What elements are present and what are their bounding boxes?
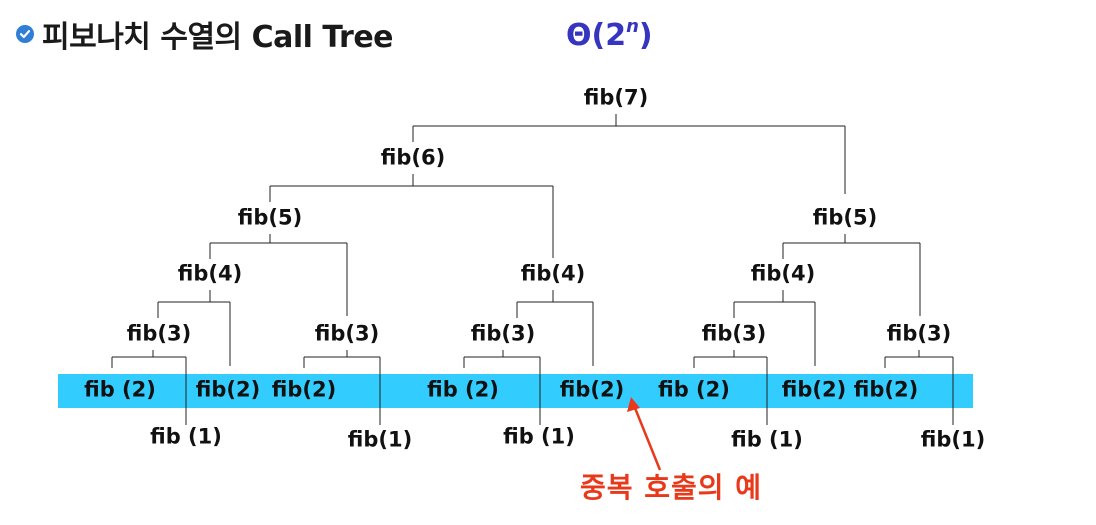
complexity-base: Θ(2 xyxy=(566,18,627,53)
node-fib4-b: fib(4) xyxy=(520,261,586,286)
edge-fib6 xyxy=(269,174,554,258)
node-fib3-c: fib(3) xyxy=(470,321,536,346)
complexity-exponent: n xyxy=(626,16,639,37)
edge-fib7 xyxy=(412,114,846,194)
node-fib1-d: fib (1) xyxy=(731,427,803,452)
node-fib4-c: fib(4) xyxy=(750,261,816,286)
edge-fib4-c xyxy=(733,290,816,366)
edge-fib5-right xyxy=(782,234,921,316)
node-fib2-b: fib(2) xyxy=(195,377,261,402)
node-fib2-d: fib (2) xyxy=(427,377,499,402)
node-fib5-left: fib(5) xyxy=(237,205,303,230)
edge-fib5-left xyxy=(209,234,348,316)
node-fib1-a: fib (1) xyxy=(150,424,222,449)
edge-fib3-c xyxy=(463,350,541,425)
node-fib1-b: fib(1) xyxy=(347,427,413,452)
edge-fib3-e xyxy=(884,350,954,425)
complexity-label: Θ(2n) xyxy=(566,16,653,53)
duplicate-call-annotation: 중복 호출의 예 xyxy=(580,471,763,504)
edge-fib3-b xyxy=(303,350,381,425)
node-fib7: fib(7) xyxy=(583,85,649,110)
edge-fib4-b xyxy=(516,290,594,366)
node-fib2-a: fib (2) xyxy=(84,377,156,402)
duplicate-calls-highlight-band xyxy=(58,374,973,408)
node-fib6: fib(6) xyxy=(380,145,446,170)
arrow-icon xyxy=(627,397,662,471)
node-fib1-e: fib(1) xyxy=(920,427,986,452)
node-fib5-right: fib(5) xyxy=(812,205,878,230)
node-fib2-c: fib(2) xyxy=(271,377,337,402)
node-fib3-a: fib(3) xyxy=(126,321,192,346)
complexity-close: ) xyxy=(638,18,653,53)
node-fib2-g: fib(2) xyxy=(781,377,847,402)
node-fib3-e: fib(3) xyxy=(886,321,952,346)
node-fib1-c: fib (1) xyxy=(503,424,575,449)
edge-fib4-a xyxy=(157,290,231,366)
page-title: 피보나치 수열의 Call Tree xyxy=(42,20,394,55)
node-fib3-d: fib(3) xyxy=(701,321,767,346)
check-circle-icon xyxy=(16,25,34,43)
node-fib3-b: fib(3) xyxy=(314,321,380,346)
node-fib2-e: fib(2) xyxy=(559,377,625,402)
node-fib4-a: fib(4) xyxy=(177,261,243,286)
title-row: 피보나치 수열의 Call Tree xyxy=(16,14,394,55)
edge-fib3-d xyxy=(693,350,768,425)
node-fib2-h: fib(2) xyxy=(853,377,919,402)
node-fib2-f: fib (2) xyxy=(658,377,730,402)
edge-fib3-a xyxy=(111,350,187,425)
